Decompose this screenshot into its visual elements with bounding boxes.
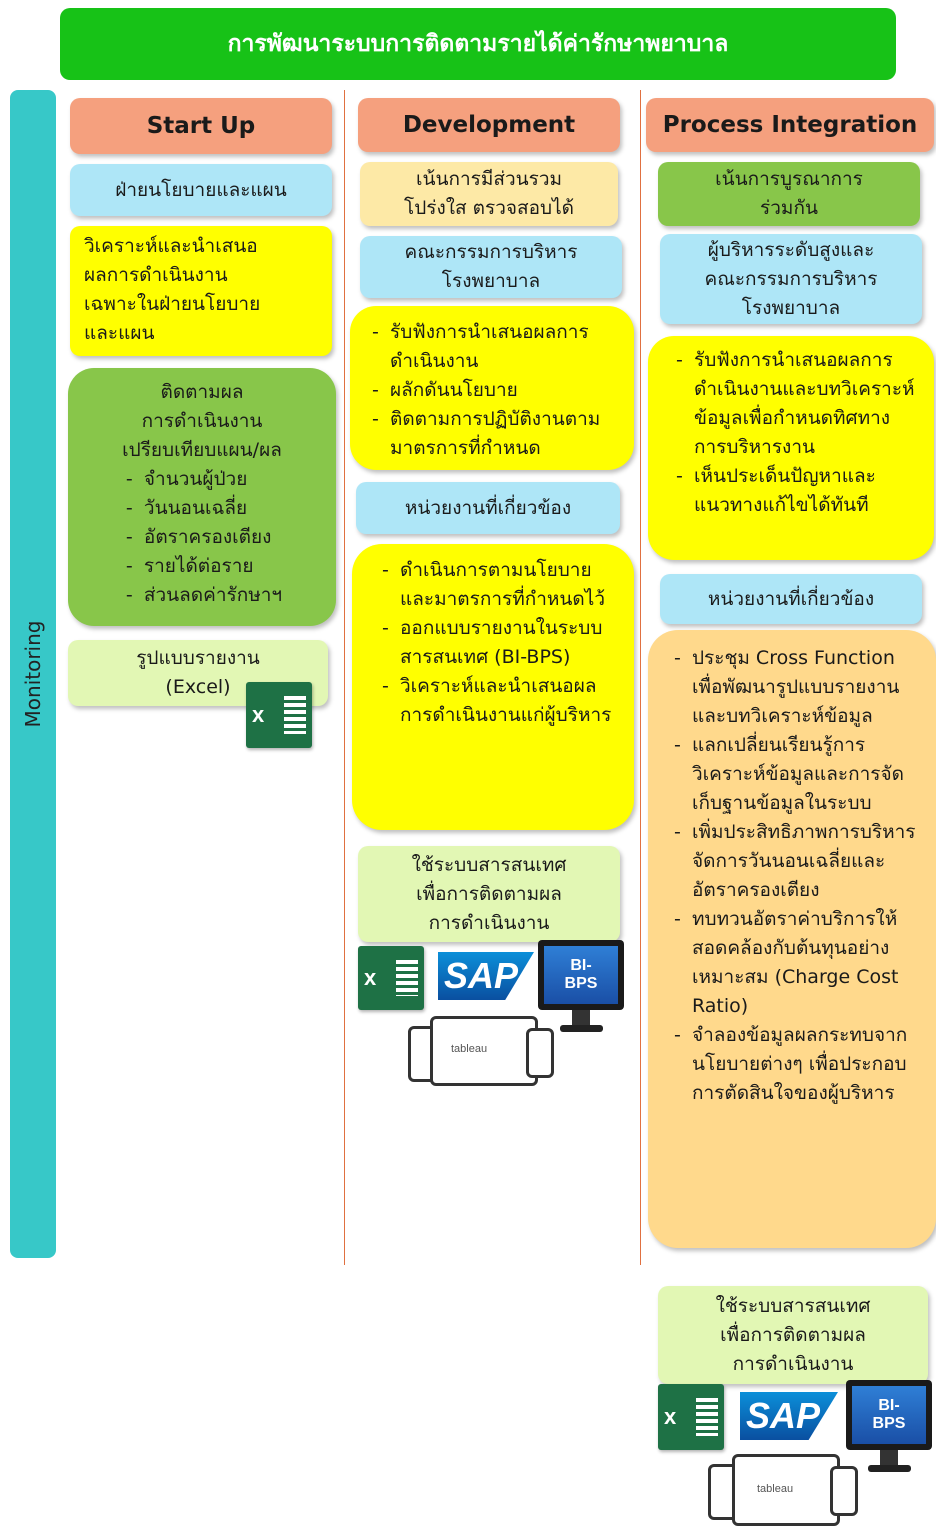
list-item: ออกแบบรายงานในระบบสารสนเทศ (BI-BPS)	[378, 614, 620, 672]
tableau-label: tableau	[757, 1483, 794, 1495]
list-item: ดำเนินการตามนโยบายและมาตรการที่กำหนดไว้	[378, 556, 620, 614]
it-line: เพื่อการติดตามผล	[416, 882, 562, 905]
report-line: (Excel)	[165, 676, 231, 698]
startup-monitoring: ติดตามผล การดำเนินงาน เปรียบเทียบแผน/ผล …	[68, 368, 336, 626]
excel-icon: x	[358, 946, 424, 1010]
integration-exec-items: รับฟังการนำเสนอผลการดำเนินงานและบทวิเครา…	[648, 336, 934, 560]
committee-line: คณะกรรมการบริหาร	[404, 241, 578, 263]
it-line: การดำเนินงาน	[428, 911, 550, 934]
focus-line: เน้นการบูรณาการ	[715, 168, 863, 190]
exec-line: ผู้บริหารระดับสูงและ	[707, 238, 875, 261]
integration-unit-items: ประชุม Cross Function เพื่อพัฒนารูปแบบรา…	[648, 630, 936, 1248]
tableau-devices-icon: tableau	[408, 1014, 556, 1094]
focus-line: เน้นการมีส่วนรวม	[415, 168, 563, 190]
list-item: ติดตามการปฏิบัติงานตามมาตรการที่กำหนด	[368, 405, 620, 463]
list-item: เพิ่มประสิทธิภาพการบริหารจัดการวันนอนเฉล…	[670, 818, 926, 905]
development-committee: คณะกรรมการบริหาร โรงพยาบาล	[360, 236, 622, 298]
it-line: การดำเนินงาน	[732, 1352, 854, 1375]
page-title: การพัฒนาระบบการติดตามรายได้ค่ารักษาพยาบา…	[60, 8, 896, 80]
development-unit-items: ดำเนินการตามนโยบายและมาตรการที่กำหนดไว้ …	[352, 544, 634, 830]
list-item: ส่วนลดค่ารักษาฯ	[122, 581, 282, 610]
sap-logo: SAP	[740, 1392, 838, 1440]
analysis-line: วิเคราะห์และนำเสนอ	[84, 235, 258, 257]
monitor-line: ติดตามผล	[160, 381, 244, 403]
bibps-line: BPS	[872, 1415, 906, 1432]
startup-analysis: วิเคราะห์และนำเสนอ ผลการดำเนินงาน เฉพาะใ…	[70, 226, 332, 356]
column-divider-2	[640, 90, 641, 1265]
list-item: จำลองข้อมูลผลกระทบจากนโยบายต่างๆ เพื่อปร…	[670, 1021, 926, 1108]
it-line: ใช้ระบบสารสนเทศ	[411, 853, 567, 876]
list-item: แลกเปลี่ยนเรียนรู้การวิเคราะห์ข้อมูลและก…	[670, 731, 926, 818]
list-item: รายได้ต่อราย	[122, 552, 282, 581]
it-line: เพื่อการติดตามผล	[720, 1323, 866, 1346]
monitor-line: เปรียบเทียบแผน/ผล	[122, 439, 282, 461]
excel-x: x	[252, 702, 265, 727]
focus-line: ร่วมกัน	[760, 197, 818, 219]
development-focus: เน้นการมีส่วนรวม โปร่งใส ตรวจสอบได้	[360, 162, 618, 226]
monitoring-sidebar: Monitoring	[10, 90, 56, 1258]
development-committee-items: รับฟังการนำเสนอผลการดำเนินงาน ผลักดันนโย…	[350, 306, 634, 470]
focus-line: โปร่งใส ตรวจสอบได้	[404, 197, 574, 219]
list-item: จำนวนผู้ป่วย	[122, 465, 282, 494]
bi-bps-monitor-icon: BI- BPS	[538, 940, 624, 1032]
integration-executives: ผู้บริหารระดับสูงและ คณะกรรมการบริหาร โร…	[660, 234, 922, 324]
startup-unit: ฝ่ายนโยบายและแผน	[70, 164, 332, 216]
list-item: วิเคราะห์และนำเสนอผลการดำเนินงานแก่ผู้บร…	[378, 672, 620, 730]
list-item: อัตราครองเตียง	[122, 523, 282, 552]
excel-icon: x	[658, 1384, 724, 1450]
sap-logo: SAP	[438, 952, 534, 1000]
monitor-line: การดำเนินงาน	[141, 410, 263, 432]
integration-focus: เน้นการบูรณาการ ร่วมกัน	[658, 162, 920, 226]
startup-report: รูปแบบรายงาน (Excel)	[68, 640, 328, 706]
analysis-line: เฉพาะในฝ่ายนโยบาย	[84, 293, 261, 315]
bibps-line: BPS	[564, 975, 598, 992]
exec-line: คณะกรรมการบริหาร	[704, 267, 878, 290]
list-item: เห็นประเด็นปัญหาและแนวทางแก้ไขได้ทันที	[672, 462, 922, 520]
excel-x: x	[364, 965, 377, 990]
committee-line: โรงพยาบาล	[441, 270, 541, 292]
list-item: วันนอนเฉลี่ย	[122, 494, 282, 523]
list-item: รับฟังการนำเสนอผลการดำเนินงานและบทวิเครา…	[672, 346, 922, 462]
list-item: ประชุม Cross Function เพื่อพัฒนารูปแบบรา…	[670, 644, 926, 731]
report-line: รูปแบบรายงาน	[136, 647, 260, 669]
integration-units: หน่วยงานที่เกี่ยวข้อง	[660, 574, 922, 624]
bibps-line: BI-	[570, 957, 592, 974]
monitor-items: จำนวนผู้ป่วย วันนอนเฉลี่ย อัตราครองเตียง…	[122, 465, 282, 610]
development-it: ใช้ระบบสารสนเทศ เพื่อการติดตามผล การดำเน…	[358, 846, 620, 942]
list-item: ผลักดันนโยบาย	[368, 376, 620, 405]
development-header: Development	[358, 98, 620, 152]
bibps-line: BI-	[878, 1397, 900, 1414]
analysis-line: และแผน	[84, 322, 155, 344]
list-item: ทบทวนอัตราค่าบริการให้สอดคล้องกับต้นทุนอ…	[670, 905, 926, 1021]
bi-bps-monitor-icon: BI- BPS	[846, 1380, 932, 1472]
excel-x: x	[664, 1404, 677, 1429]
analysis-line: ผลการดำเนินงาน	[84, 264, 228, 286]
it-line: ใช้ระบบสารสนเทศ	[715, 1294, 871, 1317]
tableau-devices-icon: tableau	[708, 1452, 860, 1530]
development-units: หน่วยงานที่เกี่ยวข้อง	[356, 482, 620, 534]
tableau-label: tableau	[451, 1043, 488, 1055]
startup-header: Start Up	[70, 98, 332, 154]
list-item: รับฟังการนำเสนอผลการดำเนินงาน	[368, 318, 620, 376]
integration-header: Process Integration	[646, 98, 934, 152]
integration-it: ใช้ระบบสารสนเทศ เพื่อการติดตามผล การดำเน…	[658, 1286, 928, 1384]
excel-icon: x	[246, 682, 312, 748]
column-divider-1	[344, 90, 345, 1265]
exec-line: โรงพยาบาล	[741, 296, 841, 319]
monitoring-label: Monitoring	[21, 620, 45, 728]
